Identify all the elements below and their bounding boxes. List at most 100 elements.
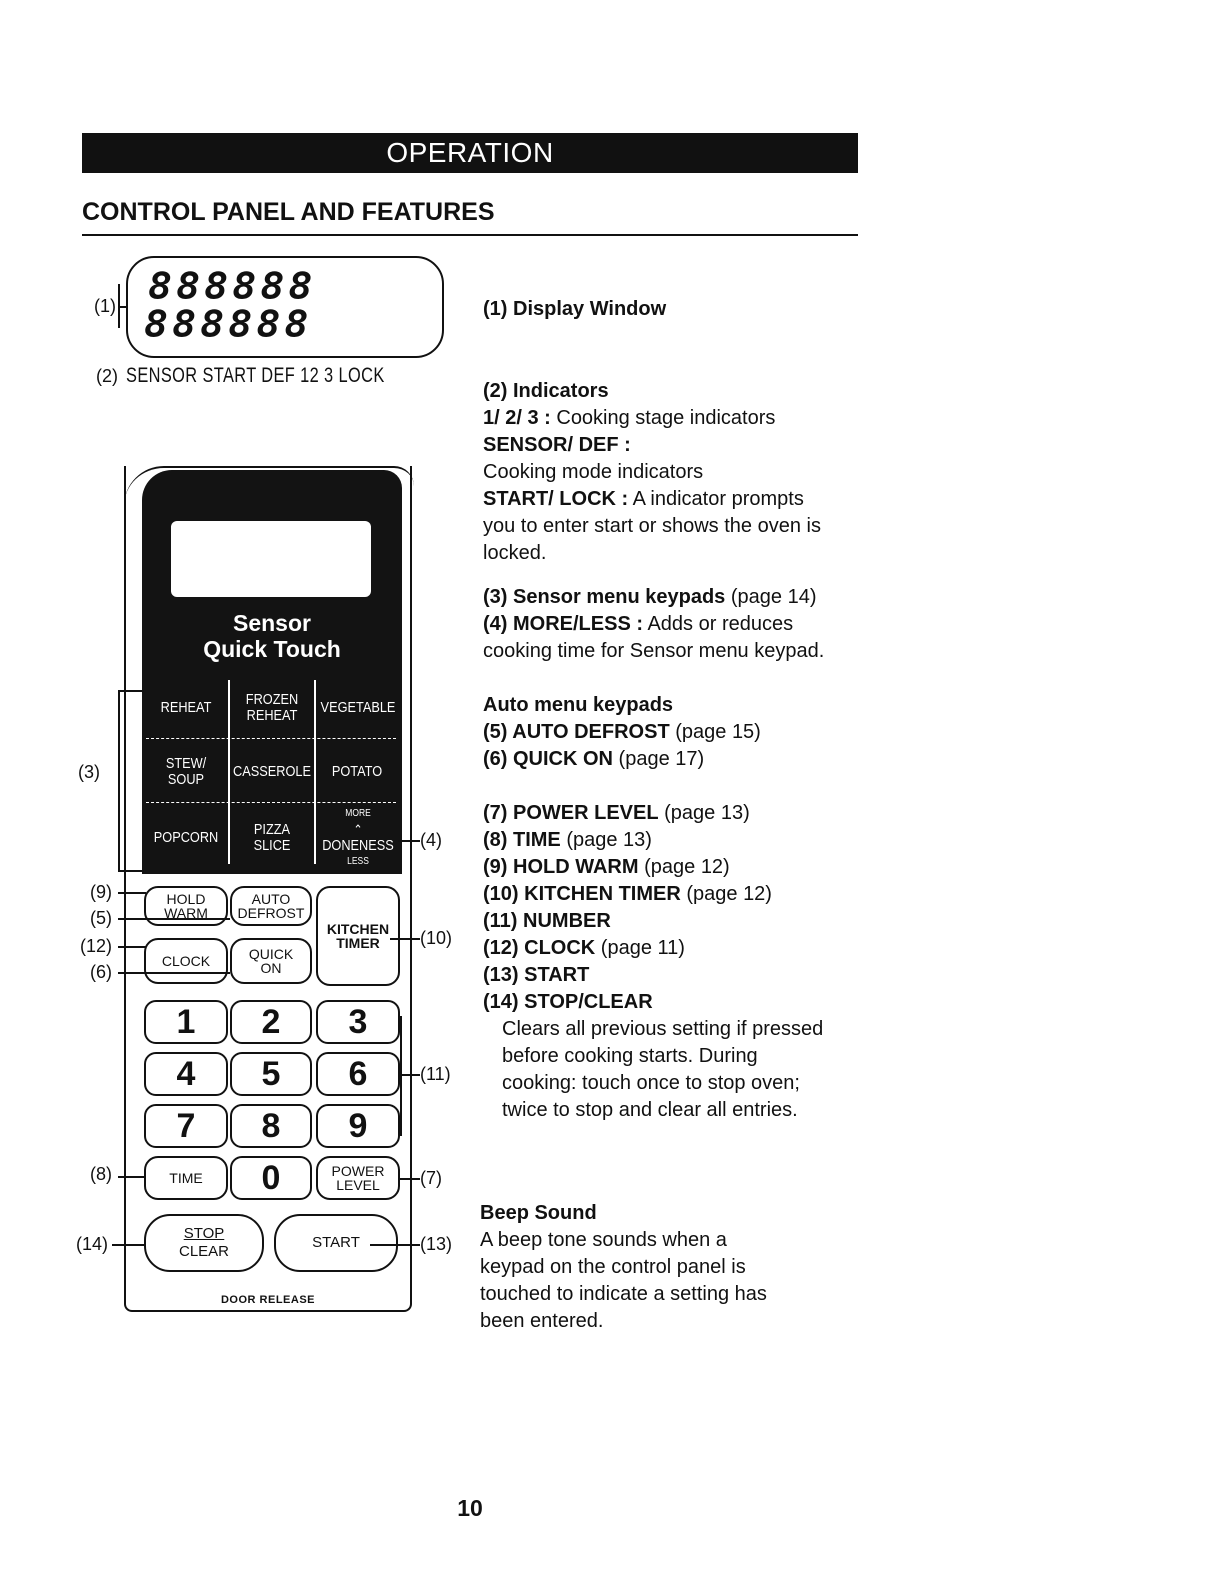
callout-1: (1) <box>94 296 116 316</box>
potato-label: POTATO <box>331 763 383 780</box>
auto-menu-title: Auto menu keypads <box>483 694 674 716</box>
desc-13-bold: (13) START <box>483 964 590 986</box>
casserole-key[interactable]: CASSEROLE <box>233 750 311 794</box>
stew-label-1: STEW/ <box>165 755 207 772</box>
desc-8-bold: (8) TIME <box>483 829 561 851</box>
power-level-key[interactable]: POWER LEVEL <box>316 1156 400 1200</box>
beep-title: Beep Sound <box>480 1202 597 1224</box>
desc-14a: Clears all previous setting if pressed <box>502 1018 824 1040</box>
start-key[interactable]: START <box>274 1214 398 1272</box>
callout-4: (4) <box>420 830 442 850</box>
desc-3-bold: (3) Sensor menu keypads <box>483 586 726 608</box>
leader-4 <box>398 840 420 842</box>
number-0-label: 0 <box>261 1158 281 1197</box>
desc-9: (page 12) <box>638 856 730 878</box>
leader-7 <box>398 1178 420 1180</box>
desc-4-bold: (4) MORE/LESS : <box>483 613 644 635</box>
desc-9-bold: (9) HOLD WARM <box>483 856 639 878</box>
desc-6: (page 17) <box>613 748 705 770</box>
frozen-reheat-key[interactable]: FROZEN REHEAT <box>236 686 307 730</box>
desc-1-title: (1) Display Window <box>483 298 667 320</box>
desc-2f: locked. <box>483 542 547 564</box>
quick-label: QUICK <box>248 946 294 962</box>
number-3-key[interactable]: 3 <box>316 1000 400 1044</box>
desc-2d: A indicator prompts <box>628 488 804 510</box>
kitchen-timer-key[interactable]: KITCHEN TIMER <box>316 886 400 986</box>
desc-4: Adds or reduces <box>643 613 794 635</box>
pizza-slice-key[interactable]: PIZZA SLICE <box>236 816 307 860</box>
potato-key[interactable]: POTATO <box>322 750 392 794</box>
desc-indicators: (2) Indicators 1/ 2/ 3 : Cooking stage i… <box>483 378 821 567</box>
door-release-label[interactable]: DOOR RELEASE <box>220 1294 315 1306</box>
reheat-key[interactable]: REHEAT <box>152 686 220 730</box>
doneness-label: DONENESS <box>322 837 394 854</box>
number-4-key[interactable]: 4 <box>144 1052 228 1096</box>
popcorn-key[interactable]: POPCORN <box>152 816 220 860</box>
clear-label: CLEAR <box>178 1243 230 1260</box>
frozen-reheat-label-2: REHEAT <box>246 707 298 724</box>
up-arrow-icon: ⌃ <box>353 822 363 837</box>
stew-label-2: SOUP <box>167 771 205 788</box>
callout-12: (12) <box>80 936 113 956</box>
number-6-key[interactable]: 6 <box>316 1052 400 1096</box>
hold-warm-key[interactable]: HOLD WARM <box>144 886 228 926</box>
desc-4b: cooking time for Sensor menu keypad. <box>483 640 825 662</box>
clock-label: CLOCK <box>161 953 211 969</box>
desc-14c: cooking: touch once to stop oven; <box>502 1072 800 1094</box>
number-8-key[interactable]: 8 <box>230 1104 312 1148</box>
vegetable-key[interactable]: VEGETABLE <box>319 686 397 730</box>
on-label: ON <box>260 960 282 976</box>
desc-auto-menu: Auto menu keypads (5) AUTO DEFROST (page… <box>483 692 761 773</box>
sensor-quick-touch-title: Sensor Quick Touch <box>142 610 402 662</box>
stop-clear-key[interactable]: STOP CLEAR <box>144 1214 264 1272</box>
auto-defrost-key[interactable]: AUTO DEFROST <box>230 886 312 926</box>
desc-12-bold: (12) CLOCK <box>483 937 596 959</box>
panel-lcd <box>171 521 371 597</box>
desc-6-bold: (6) QUICK ON <box>483 748 613 770</box>
more-label: MORE <box>345 808 371 819</box>
casserole-label: CASSEROLE <box>233 763 311 780</box>
number-9-label: 9 <box>348 1106 368 1145</box>
beep-b: keypad on the control panel is <box>480 1256 746 1278</box>
level-label: LEVEL <box>336 1177 380 1193</box>
desc-key-list: (7) POWER LEVEL (page 13) (8) TIME (page… <box>483 800 772 1016</box>
beep-a: A beep tone sounds when a <box>480 1229 727 1251</box>
display-digits-mirror: 888888 <box>144 304 313 346</box>
stew-soup-key[interactable]: STEW/ SOUP <box>152 750 220 794</box>
leader-14 <box>112 1244 146 1246</box>
defrost-label: DEFROST <box>237 905 305 921</box>
desc-5: (page 15) <box>669 721 761 743</box>
callout-10: (10) <box>420 928 453 948</box>
number-1-label: 1 <box>176 1002 196 1041</box>
menu-divider-v2 <box>314 680 316 864</box>
leader-11-bracket <box>400 1016 402 1136</box>
desc-8: (page 13) <box>560 829 652 851</box>
leader-3-bracket <box>118 690 120 870</box>
number-3-label: 3 <box>348 1002 368 1041</box>
number-0-key[interactable]: 0 <box>230 1156 312 1200</box>
number-1-key[interactable]: 1 <box>144 1000 228 1044</box>
leader-13 <box>370 1244 420 1246</box>
leader-11 <box>400 1074 420 1076</box>
desc-10: (page 12) <box>680 883 772 905</box>
callout-3: (3) <box>78 762 100 782</box>
number-9-key[interactable]: 9 <box>316 1104 400 1148</box>
quick-on-key[interactable]: QUICK ON <box>230 938 312 984</box>
warm-label: WARM <box>164 905 208 921</box>
section-rule <box>82 234 858 236</box>
clock-key[interactable]: CLOCK <box>144 938 228 984</box>
leader-10 <box>390 938 420 940</box>
frozen-reheat-label-1: FROZEN <box>245 691 299 708</box>
reheat-label: REHEAT <box>160 699 212 716</box>
number-7-key[interactable]: 7 <box>144 1104 228 1148</box>
more-less-doneness-key[interactable]: MORE ⌃ DONENESS LESS <box>322 808 394 868</box>
number-2-key[interactable]: 2 <box>230 1000 312 1044</box>
number-5-key[interactable]: 5 <box>230 1052 312 1096</box>
leader-3-bottom <box>118 870 144 872</box>
time-key[interactable]: TIME <box>144 1156 228 1200</box>
kitchen-label: KITCHEN <box>326 921 390 937</box>
number-7-label: 7 <box>176 1106 196 1145</box>
callout-8: (8) <box>90 1164 112 1184</box>
sensor-title-line-2: Quick Touch <box>203 636 341 662</box>
desc-12: (page 11) <box>595 937 685 959</box>
